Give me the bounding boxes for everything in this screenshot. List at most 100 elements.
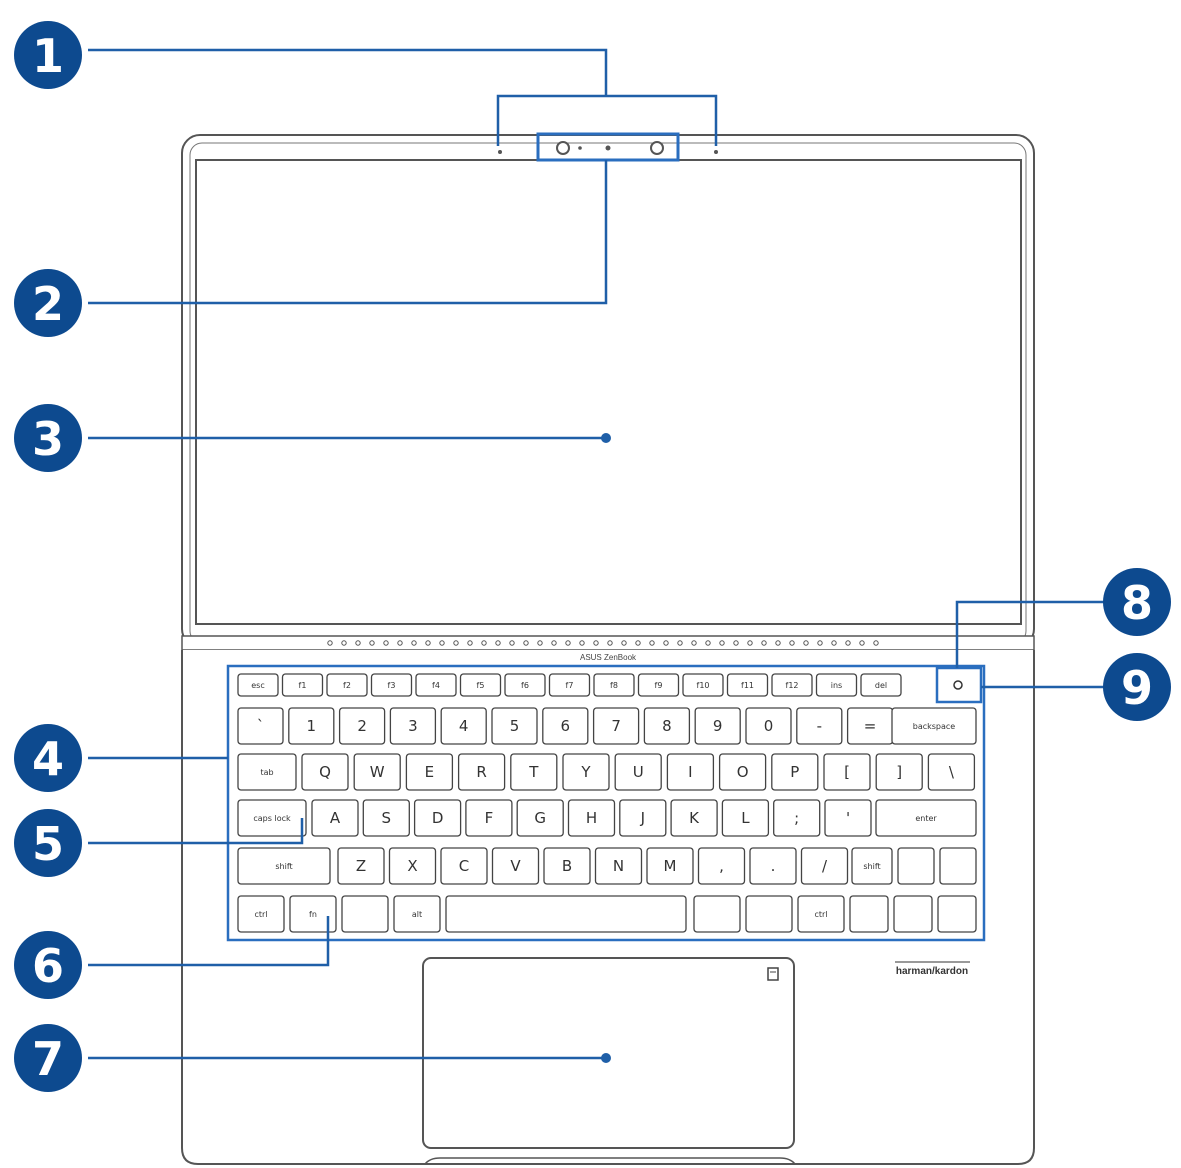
hinge-dot bbox=[817, 640, 823, 646]
hinge-dot bbox=[495, 640, 501, 646]
key-f4-label: f4 bbox=[432, 681, 440, 690]
key-1-home bbox=[362, 799, 410, 837]
key-shift-left-label: shift bbox=[275, 862, 292, 871]
hinge-dot bbox=[593, 640, 599, 646]
key-f8 bbox=[593, 673, 635, 697]
hinge-dot bbox=[747, 640, 753, 646]
key-4-home-label: G bbox=[534, 809, 546, 827]
key-8-home bbox=[721, 799, 770, 837]
hinge-dot bbox=[691, 640, 697, 646]
key-9-qwerty-label: P bbox=[790, 763, 799, 781]
key-arrow-down bbox=[893, 895, 933, 933]
key-backspace-label: backspace bbox=[913, 722, 956, 731]
key-10-qwerty bbox=[823, 753, 871, 791]
hinge-dot bbox=[719, 640, 725, 646]
key-0-home bbox=[311, 799, 359, 837]
key-9-bottom bbox=[800, 847, 849, 885]
key-2-qwerty-label: E bbox=[425, 763, 434, 781]
hinge-dot bbox=[523, 640, 529, 646]
hinge-dot bbox=[607, 640, 613, 646]
key-num-4-label: 4 bbox=[459, 717, 469, 735]
key-f12-label: f12 bbox=[786, 681, 799, 690]
hinge-dot bbox=[411, 640, 417, 646]
svg-text:8: 8 bbox=[1121, 576, 1153, 630]
key-1-home-label: S bbox=[382, 809, 392, 827]
key-menu bbox=[745, 895, 793, 933]
leader-endpoints bbox=[601, 433, 611, 1063]
key-7-home bbox=[670, 799, 718, 837]
key-f2 bbox=[326, 673, 368, 697]
key-ins-label: ins bbox=[831, 681, 842, 690]
key-f9 bbox=[637, 673, 680, 697]
key-num-9 bbox=[694, 707, 741, 745]
hinge-dot bbox=[733, 640, 739, 646]
camera-lens-center bbox=[605, 145, 611, 151]
key-0-home-label: A bbox=[330, 809, 341, 827]
key-5-home-label: H bbox=[586, 809, 597, 827]
key-0-qwerty bbox=[301, 753, 349, 791]
key-2-qwerty bbox=[405, 753, 454, 791]
power-button-highlight bbox=[935, 666, 983, 704]
hinge-dot bbox=[579, 640, 585, 646]
hinge-dot bbox=[775, 640, 781, 646]
hinge-dot bbox=[859, 640, 865, 646]
hinge-dot bbox=[453, 640, 459, 646]
key-f10-label: f10 bbox=[697, 681, 710, 690]
key-num-5-label: 5 bbox=[510, 717, 520, 735]
key-windows bbox=[341, 895, 389, 933]
key-3-bottom bbox=[491, 847, 540, 885]
key-num-3 bbox=[389, 707, 437, 745]
callout-3: 3 bbox=[14, 404, 82, 472]
key-num-11-label: - bbox=[817, 717, 822, 735]
key-0-bottom bbox=[337, 847, 385, 885]
key-fn bbox=[289, 895, 337, 933]
key-8-bottom bbox=[749, 847, 797, 885]
microphone-right bbox=[714, 150, 718, 154]
key-enter bbox=[875, 799, 977, 837]
key-f11-label: f11 bbox=[741, 681, 754, 690]
key-6-bottom bbox=[646, 847, 694, 885]
key-fn-label: fn bbox=[309, 910, 317, 919]
hinge-dot bbox=[551, 640, 557, 646]
key-f12 bbox=[771, 673, 813, 697]
key-del bbox=[860, 673, 902, 697]
key-2-bottom-label: C bbox=[459, 857, 469, 875]
key-5-bottom-label: N bbox=[613, 857, 624, 875]
display-panel bbox=[195, 159, 1022, 625]
key-num-4 bbox=[440, 707, 487, 745]
lid-notch bbox=[424, 1157, 796, 1165]
callout-9: 9 bbox=[1103, 653, 1171, 721]
key-6-bottom-label: M bbox=[664, 857, 677, 875]
keyboard-area bbox=[226, 664, 986, 942]
key-5-home bbox=[567, 799, 616, 837]
hinge-dot bbox=[761, 640, 767, 646]
callout-6: 6 bbox=[14, 931, 82, 999]
audio-brand-label: harman/kardon bbox=[896, 966, 968, 977]
svg-text:7: 7 bbox=[32, 1032, 64, 1086]
callout-badges: 1 2 3 4 5 6 7 8 bbox=[14, 21, 1171, 1092]
svg-text:9: 9 bbox=[1121, 661, 1153, 715]
hinge-dot bbox=[635, 640, 641, 646]
key-f3 bbox=[370, 673, 413, 697]
hinge-dot bbox=[481, 640, 487, 646]
hinge-dot bbox=[845, 640, 851, 646]
key-3-home-label: F bbox=[485, 809, 494, 827]
key-ctrl-left-label: ctrl bbox=[254, 910, 267, 919]
key-shift-right-label: shift bbox=[863, 862, 880, 871]
key-num-6-label: 6 bbox=[561, 717, 571, 735]
hinge-dot bbox=[831, 640, 837, 646]
key-9-qwerty bbox=[771, 753, 819, 791]
key-12-qwerty bbox=[927, 753, 976, 791]
key-f9-label: f9 bbox=[655, 681, 663, 690]
hinge-dot bbox=[327, 640, 333, 646]
power-icon bbox=[953, 680, 963, 690]
key-10-home-label: ' bbox=[846, 809, 850, 827]
hinge-dot bbox=[355, 640, 361, 646]
key-2-home-label: D bbox=[432, 809, 444, 827]
key-num-12-label: = bbox=[864, 717, 877, 735]
hinge-dot bbox=[341, 640, 347, 646]
svg-text:1: 1 bbox=[32, 29, 64, 83]
leader-lines bbox=[88, 48, 1105, 1060]
